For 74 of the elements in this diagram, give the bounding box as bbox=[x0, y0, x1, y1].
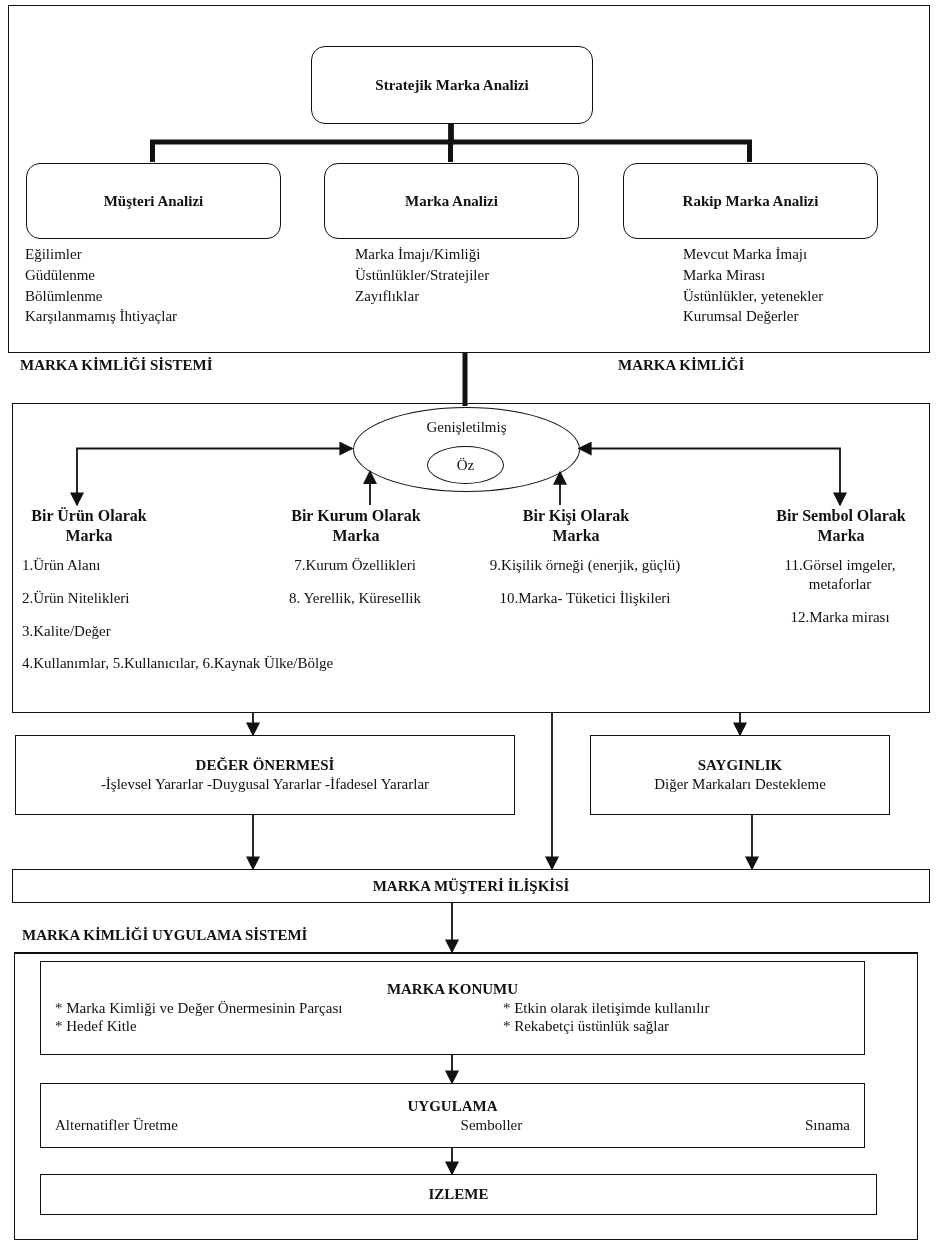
box-title: UYGULAMA bbox=[407, 1096, 498, 1116]
box-title: SAYGINLIK bbox=[697, 756, 783, 775]
arrow bbox=[246, 814, 260, 871]
list-item: Eğilimler bbox=[25, 245, 82, 264]
list-item: 11.Görsel imgeler, metaforlar bbox=[783, 556, 897, 594]
list-item: Zayıflıklar bbox=[355, 286, 420, 306]
process-box bbox=[40, 1083, 865, 1148]
process-box bbox=[40, 961, 865, 1055]
box-text: * Hedef Kitle bbox=[55, 1017, 138, 1037]
list-item: Üstünlükler/Stratejiler bbox=[355, 265, 490, 285]
arrow bbox=[70, 441, 354, 507]
category-heading: Bir Ürün Olarak Marka bbox=[19, 506, 159, 552]
rounded-box bbox=[311, 46, 593, 124]
box-text: * Rekabetçi üstünlük sağlar bbox=[502, 1017, 671, 1037]
rounded-box bbox=[623, 163, 878, 239]
box-text: Sınama bbox=[804, 1115, 850, 1135]
list-item: 3.Kalite/Değer bbox=[22, 621, 111, 641]
category-heading: Bir Sembol Olarak Marka bbox=[771, 506, 911, 552]
box-text: * Etkin olarak iletişimde kullanılır bbox=[502, 998, 711, 1018]
process-box bbox=[590, 735, 890, 815]
list-item: 1.Ürün Alanı bbox=[22, 556, 101, 575]
list-item: Üstünlükler, yetenekler bbox=[683, 286, 824, 306]
box-text: * Marka Kimliği ve Değer Önermesinin Parçası bbox=[55, 998, 344, 1018]
list-item: Bölümlenme bbox=[25, 286, 103, 306]
category-heading: Bir Kişi Olarak Marka bbox=[506, 506, 646, 552]
list-item: 10.Marka- Tüketici İlişkileri bbox=[499, 588, 671, 608]
box-title: Stratejik Marka Analizi bbox=[375, 75, 529, 95]
panel-frame bbox=[8, 5, 930, 353]
rounded-box bbox=[26, 163, 281, 239]
arrow bbox=[445, 1054, 459, 1085]
rounded-box bbox=[324, 163, 579, 239]
list-item: 4.Kullanımlar, 5.Kullanıcılar, 6.Kaynak Ülke/Bölge bbox=[22, 654, 334, 673]
arrow bbox=[363, 470, 377, 506]
shape-label: Genişletilmiş bbox=[426, 418, 507, 437]
process-box bbox=[12, 869, 930, 903]
list-item: 8. Yerellik, Küresellik bbox=[288, 588, 422, 608]
list-item: Kurumsal Değerler bbox=[683, 307, 799, 326]
list-item: 7.Kurum Özellikleri bbox=[294, 556, 416, 575]
list-item: 9.Kişilik örneği (enerjik, güçlü) bbox=[489, 556, 681, 575]
arrow bbox=[445, 902, 459, 954]
arrow bbox=[545, 712, 559, 871]
box-title: MARKA MÜŞTERİ İLİŞKİSİ bbox=[372, 876, 570, 896]
arrow bbox=[445, 1147, 459, 1176]
arrow bbox=[577, 441, 847, 507]
arrow bbox=[733, 712, 747, 737]
process-box bbox=[15, 735, 515, 815]
process-box bbox=[40, 1174, 877, 1215]
list-item: Güdülenme bbox=[25, 265, 95, 285]
box-title: Marka Analizi bbox=[405, 191, 498, 211]
arrow bbox=[246, 712, 260, 737]
box-text: Diğer Markaları Destekleme bbox=[653, 775, 827, 794]
panel-frame bbox=[12, 403, 930, 713]
list-item: Marka Mirası bbox=[683, 265, 766, 285]
arrow bbox=[745, 814, 759, 871]
box-text: Semboller bbox=[459, 1115, 524, 1135]
box-title: Müşteri Analizi bbox=[103, 191, 204, 211]
section-label: MARKA KİMLİĞİ SİSTEMİ bbox=[20, 356, 213, 375]
box-title: IZLEME bbox=[428, 1185, 489, 1204]
box-text: -İşlevsel Yararlar -Duygusal Yararlar -İfadesel Yararlar bbox=[99, 775, 431, 794]
box-text: Alternatifler Üretme bbox=[55, 1115, 179, 1135]
list-item: Mevcut Marka İmajı bbox=[683, 245, 808, 264]
box-title: Rakip Marka Analizi bbox=[682, 191, 819, 211]
list-item: 2.Ürün Nitelikleri bbox=[22, 588, 130, 608]
list-item: Karşılanmamış İhtiyaçlar bbox=[25, 307, 178, 326]
box-title: MARKA KONUMU bbox=[386, 979, 519, 999]
list-item: 12.Marka mirası bbox=[790, 607, 890, 627]
box-title: DEĞER ÖNERMESİ bbox=[195, 756, 335, 775]
section-heading: MARKA KİMLİĞİ UYGULAMA SİSTEMİ bbox=[22, 926, 308, 945]
section-label: MARKA KİMLİĞİ bbox=[618, 356, 745, 375]
connector-line bbox=[462, 353, 468, 406]
shape-label: Öz bbox=[456, 455, 475, 475]
list-item: Marka İmajı/Kimliği bbox=[355, 245, 481, 264]
category-heading: Bir Kurum Olarak Marka bbox=[286, 506, 426, 552]
connector-line bbox=[448, 123, 752, 162]
